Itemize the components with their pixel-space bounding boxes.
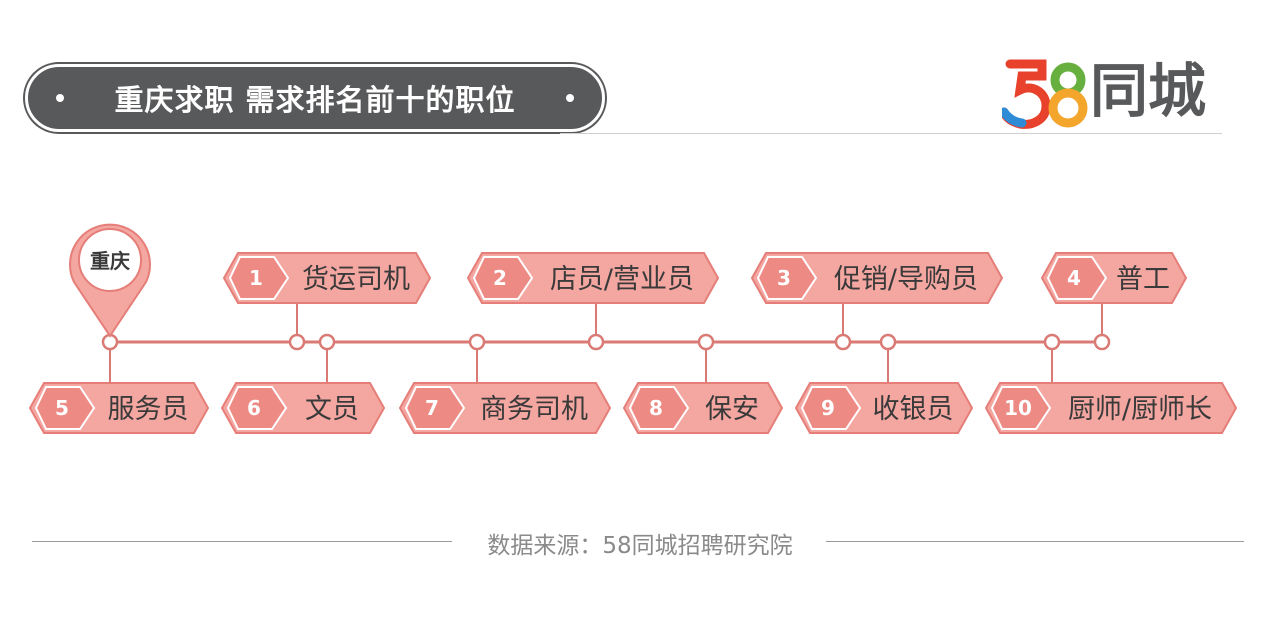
tag-shape bbox=[466, 252, 720, 304]
rank-number: 5 bbox=[55, 396, 69, 420]
bottom-tag-6: 6 文员 bbox=[220, 382, 386, 434]
job-label: 收银员 bbox=[873, 394, 954, 425]
bullet-dot-right bbox=[566, 94, 574, 102]
pin-center bbox=[78, 228, 142, 292]
tag-shape bbox=[750, 252, 1004, 304]
location-pin-icon: 重庆 bbox=[69, 223, 151, 338]
header-divider bbox=[560, 133, 1222, 134]
timeline-node bbox=[1093, 333, 1111, 351]
top-tag-3: 3 促销/导购员 bbox=[750, 252, 1004, 304]
rank-number: 6 bbox=[247, 396, 261, 420]
rank-badge bbox=[990, 386, 1052, 430]
job-label: 普工 bbox=[1116, 264, 1170, 295]
job-ranking-diagram: 1 货运司机 2 店员/营业员 3 促销/导购员 4 普工 5 服务员 6 文员 7 商务司机 8 保安 9 收银… bbox=[28, 223, 1238, 434]
timeline-node bbox=[288, 333, 306, 351]
rank-number: 7 bbox=[425, 396, 439, 420]
title-banner: 重庆求职 需求排名前十的职位 bbox=[25, 64, 605, 132]
rank-badge bbox=[800, 386, 862, 430]
logo-text: 同城 bbox=[1090, 57, 1207, 125]
footer-divider-left bbox=[32, 541, 452, 542]
rank-number: 2 bbox=[493, 266, 507, 290]
timeline-node bbox=[697, 333, 715, 351]
top-tag-1: 1 货运司机 bbox=[222, 252, 432, 304]
job-label: 服务员 bbox=[108, 394, 189, 425]
timeline-node bbox=[468, 333, 486, 351]
rank-badge bbox=[1046, 256, 1108, 300]
job-label: 促销/导购员 bbox=[834, 264, 978, 295]
logo-58-mark bbox=[1002, 59, 1088, 129]
job-label: 商务司机 bbox=[480, 394, 588, 425]
job-label: 店员/营业员 bbox=[550, 264, 694, 295]
rank-number: 8 bbox=[649, 396, 663, 420]
tag-shape bbox=[984, 382, 1238, 434]
footer-divider-right bbox=[826, 541, 1244, 542]
rank-number: 4 bbox=[1067, 266, 1081, 290]
rank-badge bbox=[756, 256, 818, 300]
rank-number: 1 bbox=[249, 266, 263, 290]
bottom-tag-8: 8 保安 bbox=[622, 382, 784, 434]
timeline-node bbox=[318, 333, 336, 351]
timeline-node bbox=[1043, 333, 1061, 351]
job-label: 货运司机 bbox=[302, 264, 410, 295]
bottom-tag-5: 5 服务员 bbox=[28, 382, 210, 434]
top-tag-4: 4 普工 bbox=[1040, 252, 1188, 304]
timeline-node bbox=[879, 333, 897, 351]
rank-badge bbox=[226, 386, 288, 430]
timeline-node bbox=[587, 333, 605, 351]
rank-badge bbox=[34, 386, 96, 430]
bottom-tag-10: 10 厨师/厨师长 bbox=[984, 382, 1238, 434]
rank-number: 10 bbox=[1004, 396, 1032, 420]
brand-logo: 同城 bbox=[1002, 54, 1222, 130]
bottom-tag-9: 9 收银员 bbox=[794, 382, 974, 434]
rank-badge bbox=[628, 386, 690, 430]
rank-badge bbox=[404, 386, 466, 430]
job-label: 文员 bbox=[305, 394, 359, 425]
timeline-node bbox=[834, 333, 852, 351]
rank-number: 9 bbox=[821, 396, 835, 420]
bullet-dot-left bbox=[56, 94, 64, 102]
top-tag-2: 2 店员/营业员 bbox=[466, 252, 720, 304]
job-label: 厨师/厨师长 bbox=[1068, 394, 1212, 425]
bottom-tag-7: 7 商务司机 bbox=[398, 382, 612, 434]
data-source: 数据来源：58同城招聘研究院 bbox=[487, 533, 793, 559]
rank-number: 3 bbox=[777, 266, 791, 290]
page-title: 重庆求职 需求排名前十的职位 bbox=[114, 83, 516, 117]
rank-badge bbox=[228, 256, 290, 300]
pin-label: 重庆 bbox=[90, 249, 130, 273]
rank-badge bbox=[472, 256, 534, 300]
job-label: 保安 bbox=[705, 394, 759, 425]
